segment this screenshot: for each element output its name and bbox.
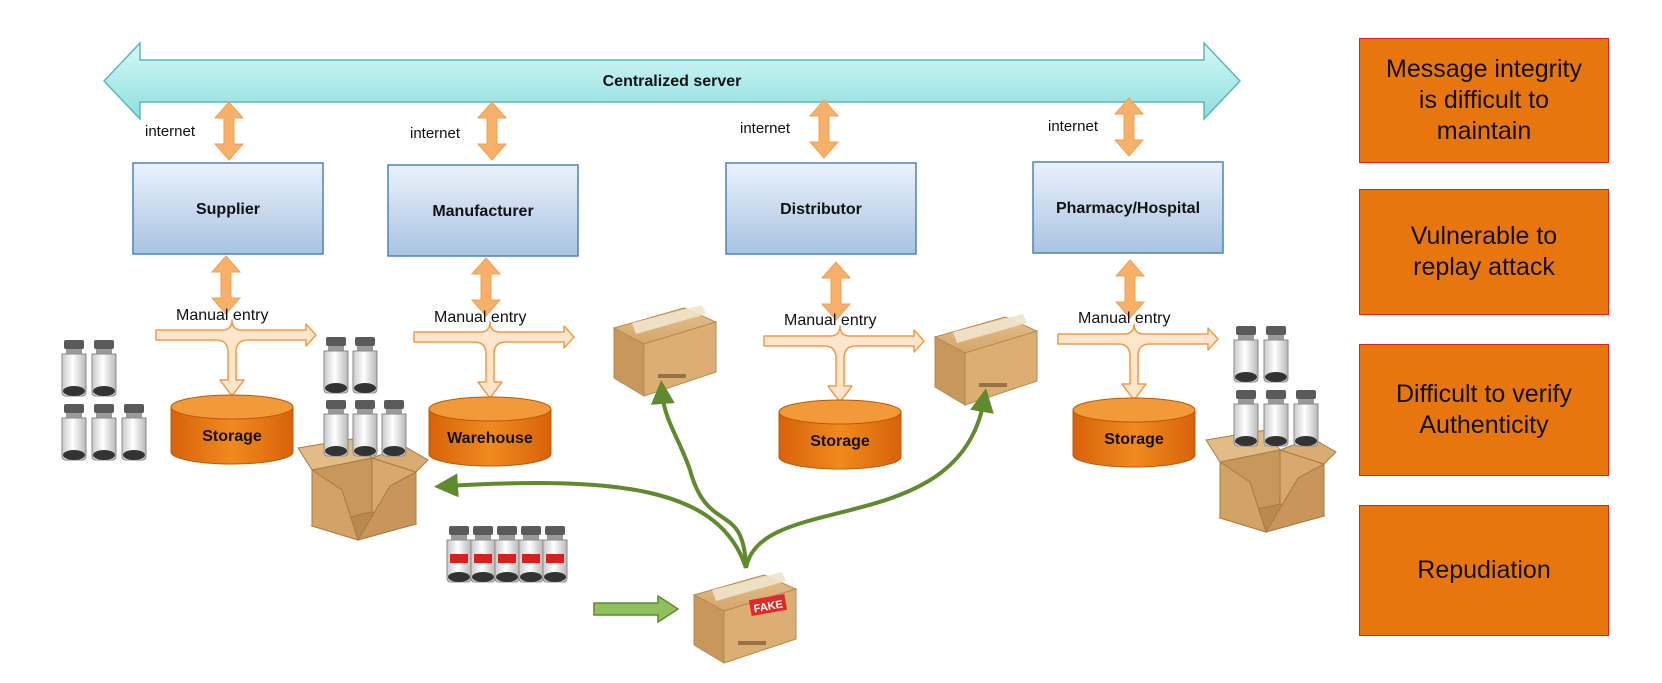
- pharmacy-hospital-box: [1032, 161, 1224, 254]
- storage-label-3: Storage: [810, 433, 870, 450]
- fake-vials-icon: [446, 525, 568, 583]
- vials-supplier-icon: [61, 339, 147, 461]
- manual-entry-arrow-2: [413, 321, 575, 399]
- internet-arrow-4: [1114, 97, 1144, 157]
- internet-arrow-1: [214, 101, 244, 161]
- fake-path-arrow-1: [434, 473, 748, 569]
- manual-entry-label-4: Manual entry: [1078, 310, 1171, 327]
- storage-cylinder-4: [1072, 397, 1196, 468]
- manual-entry-arrow-3: [763, 325, 925, 403]
- distributor-label: Distributor: [780, 201, 862, 218]
- supplier-label: Supplier: [196, 201, 260, 218]
- vials-manufacturer-icon: [323, 336, 407, 457]
- internet-label-4: internet: [1048, 118, 1099, 135]
- issue-repudiation: Repudiation: [1359, 505, 1609, 636]
- fake-box-icon: FAKE: [693, 571, 797, 664]
- manufacturer-label: Manufacturer: [432, 203, 533, 220]
- internet-label-1: internet: [145, 123, 196, 140]
- issue-message-integrity: Message integrity is difficult to mainta…: [1359, 38, 1609, 163]
- cardboard-box-icon-2: [934, 313, 1038, 406]
- manual-entry-arrow-1: [155, 319, 317, 397]
- fake-path-arrow-2: [650, 380, 748, 569]
- storage-label-1: Storage: [202, 428, 262, 445]
- internet-arrow-2: [477, 101, 507, 161]
- storage-link-arrow-1: [211, 255, 241, 315]
- manufacturer-box: [387, 164, 579, 257]
- internet-arrow-3: [809, 99, 839, 159]
- manual-entry-label-3: Manual entry: [784, 312, 877, 329]
- cardboard-box-icon-1: [613, 304, 717, 397]
- warehouse-label: Warehouse: [447, 430, 533, 447]
- internet-label-2: internet: [410, 125, 461, 142]
- green-input-arrow: [593, 594, 680, 624]
- vials-pharmacy-icon: [1233, 325, 1319, 447]
- server-label: Centralized server: [603, 73, 742, 90]
- supplier-box: [132, 162, 324, 255]
- issue-authenticity: Difficult to verify Authenticity: [1359, 344, 1609, 476]
- pharmacy-hospital-label: Pharmacy/Hospital: [1056, 200, 1200, 217]
- centralized-server-arrow: [102, 41, 1242, 121]
- manual-entry-arrow-4: [1057, 323, 1219, 401]
- storage-label-4: Storage: [1104, 431, 1164, 448]
- storage-cylinder-1: [170, 394, 294, 465]
- fake-path-arrow-3: [744, 388, 994, 569]
- issue-replay-attack: Vulnerable to replay attack: [1359, 189, 1609, 315]
- manual-entry-label-2: Manual entry: [434, 309, 527, 326]
- manual-entry-label-1: Manual entry: [176, 307, 269, 324]
- storage-link-arrow-2: [471, 257, 501, 317]
- warehouse-cylinder: [428, 396, 552, 467]
- fake-label: FAKE: [753, 599, 784, 616]
- internet-label-3: internet: [740, 120, 791, 137]
- distributor-box: [725, 162, 917, 255]
- storage-cylinder-3: [778, 399, 902, 470]
